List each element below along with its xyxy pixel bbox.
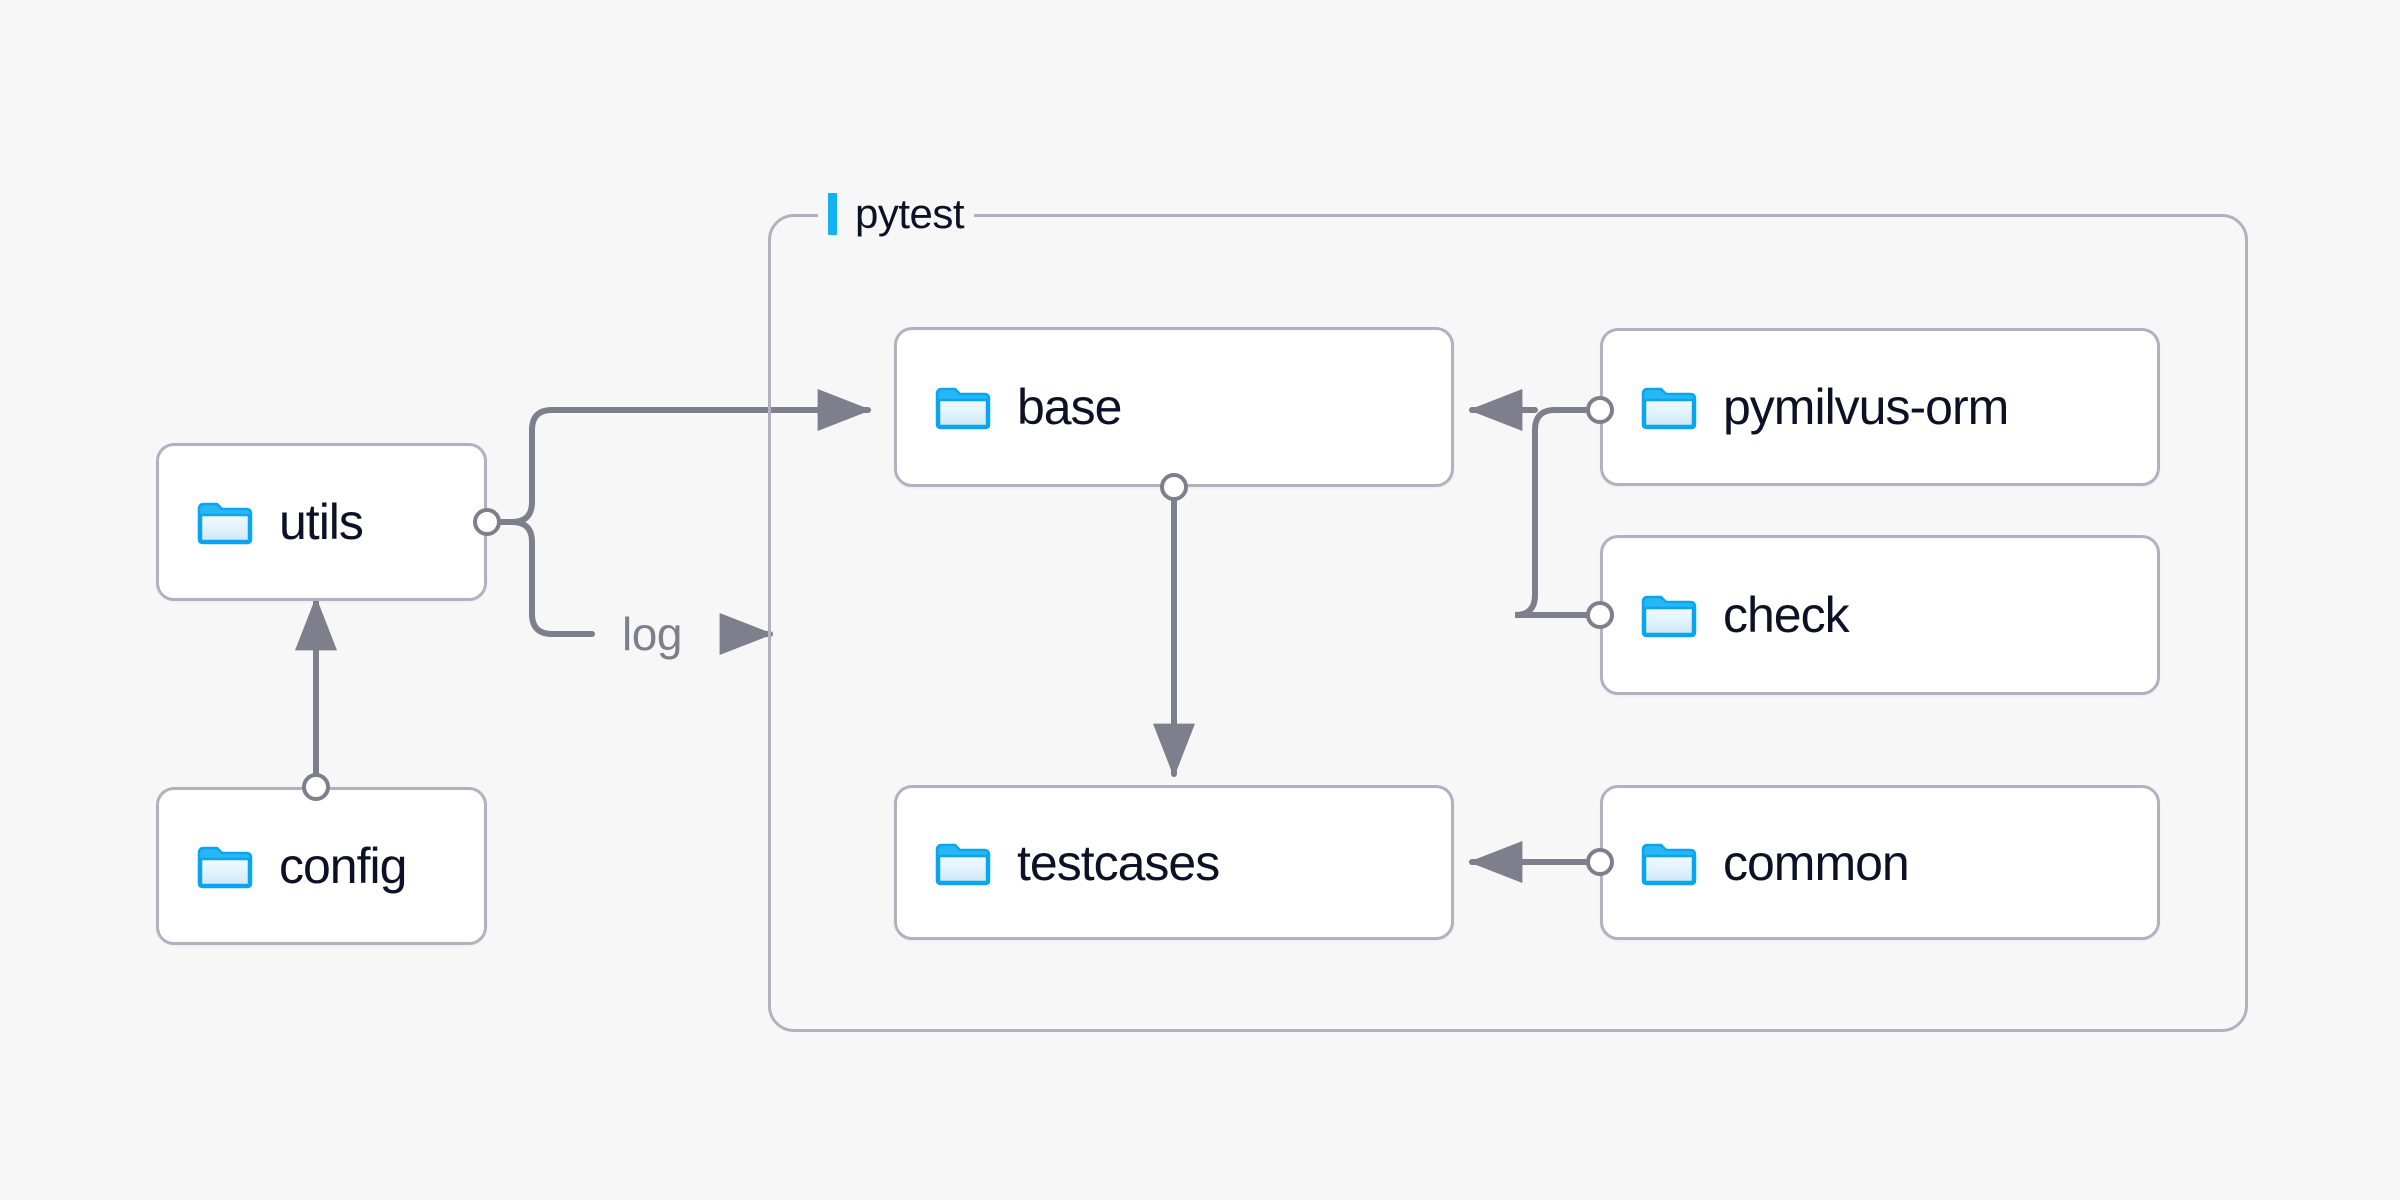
node-pymilvus-orm[interactable]: pymilvus-orm bbox=[1600, 328, 2160, 486]
group-container-pytest[interactable] bbox=[768, 214, 2248, 1032]
node-label-pymilvus-orm: pymilvus-orm bbox=[1723, 379, 2009, 435]
node-label-check: check bbox=[1723, 587, 1850, 643]
folder-icon bbox=[1641, 387, 1697, 430]
handle-common-left[interactable] bbox=[1586, 848, 1614, 876]
node-label-base: base bbox=[1017, 379, 1122, 435]
group-label-text: pytest bbox=[855, 190, 965, 237]
handle-pymilvus-orm-left[interactable] bbox=[1586, 396, 1614, 424]
edge-label-log-text: log bbox=[622, 608, 682, 660]
node-check[interactable]: check bbox=[1600, 535, 2160, 695]
folder-icon bbox=[1641, 843, 1697, 885]
handle-check-left[interactable] bbox=[1586, 601, 1614, 629]
folder-icon bbox=[197, 846, 253, 889]
node-label-config: config bbox=[279, 838, 407, 894]
folder-icon bbox=[935, 387, 991, 430]
node-base[interactable]: base bbox=[894, 327, 1454, 487]
node-label-testcases: testcases bbox=[1017, 834, 1220, 891]
handle-utils-right[interactable] bbox=[473, 508, 501, 536]
folder-icon bbox=[1641, 595, 1697, 638]
handle-config-top[interactable] bbox=[302, 773, 330, 801]
node-common[interactable]: common bbox=[1600, 785, 2160, 940]
node-label-common: common bbox=[1723, 834, 1910, 891]
group-label-pytest: pytest bbox=[818, 190, 975, 238]
group-accent-bar bbox=[828, 193, 837, 235]
handle-base-bottom[interactable] bbox=[1160, 473, 1188, 501]
edge-utils-log bbox=[484, 519, 595, 637]
node-config[interactable]: config bbox=[156, 787, 487, 945]
folder-icon bbox=[197, 502, 253, 545]
node-label-utils: utils bbox=[279, 494, 364, 550]
node-testcases[interactable]: testcases bbox=[894, 785, 1454, 940]
node-utils[interactable]: utils bbox=[156, 443, 487, 601]
folder-icon bbox=[935, 843, 991, 885]
edge-label-log: log bbox=[622, 607, 682, 661]
